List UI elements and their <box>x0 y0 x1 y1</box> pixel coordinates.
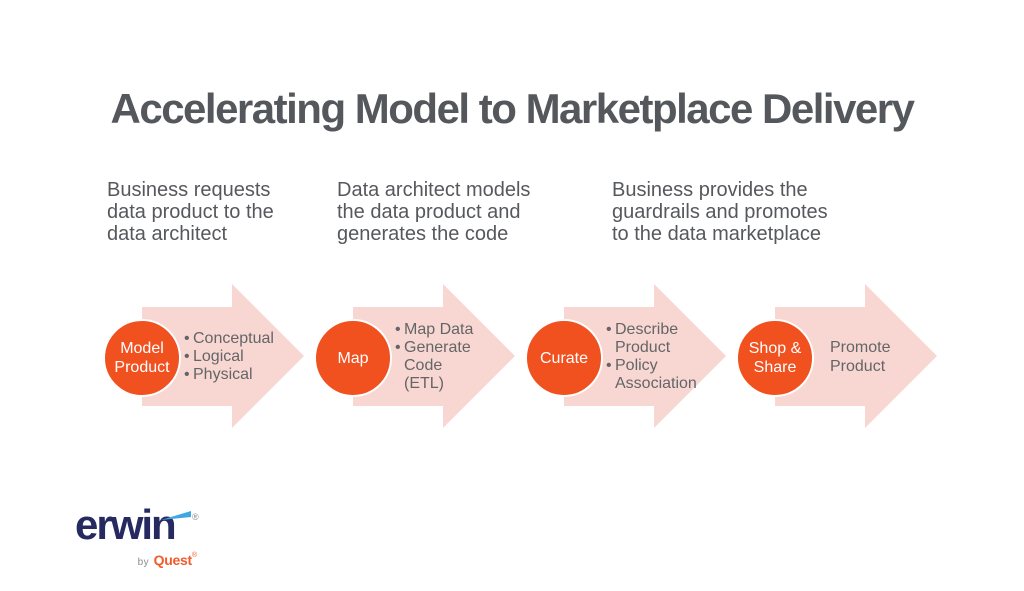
step-description: Data architect models the data product a… <box>337 179 531 245</box>
step-circle-label: Curate <box>539 349 589 367</box>
bullet-dot: • <box>606 356 612 374</box>
block-arrow-icon <box>142 284 304 428</box>
page-title: Accelerating Model to Marketplace Delive… <box>110 85 915 132</box>
step-description: Business requests data product to the da… <box>107 179 274 245</box>
registered-mark: ® <box>192 512 199 522</box>
step-circle: Map <box>314 319 392 397</box>
byline: by Quest® <box>75 552 197 570</box>
process-step: Map •Map Data•Generate Code (ETL) <box>314 284 516 429</box>
block-arrow-icon <box>775 284 937 428</box>
byline-prefix: by <box>137 557 150 568</box>
bullet-item: •Map Data <box>395 321 481 339</box>
step-circle: Curate <box>525 319 603 397</box>
erwin-logo: erwin ® by Quest® <box>75 500 207 572</box>
bullet-text: Policy Association <box>615 356 697 392</box>
bullet-text: Conceptual <box>193 329 274 347</box>
bullet-item: •Logical <box>184 348 270 366</box>
step-bullets: •Describe Product•Policy Association <box>606 307 697 406</box>
bullet-dot: • <box>606 320 612 338</box>
block-arrow-icon <box>564 284 726 428</box>
bullet-dot: • <box>184 329 190 347</box>
pennant-icon <box>161 511 191 520</box>
bullet-item: •Describe Product <box>606 321 692 357</box>
bullet-dot: • <box>184 347 190 365</box>
bullet-text: Logical <box>193 347 244 365</box>
bullet-text: Generate Code (ETL) <box>404 338 471 392</box>
erwin-wordmark: erwin <box>75 501 177 548</box>
step-circle-label: Map <box>337 349 369 367</box>
bullet-item: •Physical <box>184 366 270 384</box>
bullet-dot: • <box>184 365 190 383</box>
quest-wordmark: Quest <box>153 552 192 568</box>
process-step: Model Product•Conceptual•Logical•Physica… <box>103 284 305 429</box>
bullet-text: Map Data <box>404 320 474 338</box>
step-circle-label: Model Product <box>114 340 170 376</box>
bullet-item: •Generate Code (ETL) <box>395 339 481 393</box>
process-flow: Model Product•Conceptual•Logical•Physica… <box>0 284 1024 429</box>
bullet-dot: • <box>395 320 401 338</box>
step-circle-label: Shop & Share <box>748 340 802 376</box>
bullet-item: •Conceptual <box>184 329 274 348</box>
quest-registered-mark: ® <box>191 552 197 559</box>
step-bullets: •Map Data•Generate Code (ETL) <box>395 307 481 406</box>
bullet-text: Physical <box>193 365 253 383</box>
block-arrow-icon <box>353 284 515 428</box>
step-circle: Shop & Share <box>736 319 814 397</box>
step-bullets: •Conceptual•Logical•Physical <box>184 307 274 406</box>
bullet-dot: • <box>395 338 401 356</box>
step-description: Business provides the guardrails and pro… <box>612 179 828 245</box>
step-circle: Model Product <box>103 319 181 397</box>
bullet-text: Describe Product <box>615 320 679 356</box>
step-note: Promote Product <box>830 338 891 375</box>
bullet-item: •Policy Association <box>606 356 697 393</box>
process-step: Curate •Describe Product•Policy Associati… <box>525 284 727 429</box>
process-step: Shop & Share Promote Product <box>736 284 938 429</box>
